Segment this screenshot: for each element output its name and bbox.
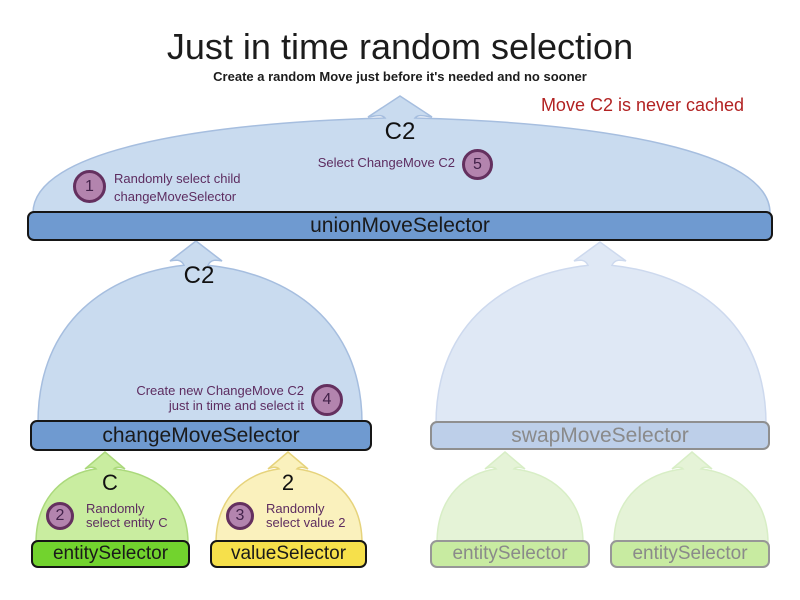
step-3-annotation: Randomly select value 2 [266,502,346,530]
page-title: Just in time random selection [166,26,634,67]
change-move-selector-bar: changeMoveSelector [30,420,372,451]
page-subtitle: Create a random Move just before it's ne… [213,69,587,84]
swap-move-selector-bar: swapMoveSelector [430,421,770,450]
step-4-badge: 4 [311,384,343,416]
step-1-line-1: Randomly select child [114,171,241,186]
flow-label-change-c2: C2 [183,262,215,289]
step-5-annotation: Select ChangeMove C2 [275,155,455,171]
step-1-badge: 1 [73,170,106,203]
union-move-selector-bar: unionMoveSelector [27,211,773,241]
entity-selector-bar: entitySelector [31,540,190,568]
step-4-line-2: just in time and select it [168,398,304,413]
step-4-line-1: Create new ChangeMove C2 [136,383,304,398]
step-2-line-1: Randomly [86,501,145,516]
flow-label-value-2: 2 [281,470,295,495]
union-output-funnel [32,95,771,214]
step-2-annotation: Randomly select entity C [86,502,168,530]
step-2-badge: 2 [46,502,74,530]
value-selector-bar: valueSelector [210,540,367,568]
step-1-line-2: changeMoveSelector [114,189,237,204]
flow-label-entity-c: C [102,470,118,495]
step-1-annotation: Randomly select child changeMoveSelector [114,170,240,206]
entity-selector-faded-bar-2: entitySelector [610,540,770,568]
step-3-line-1: Randomly [266,501,325,516]
entity-faded-funnel-2 [613,451,769,544]
step-3-badge: 3 [226,502,254,530]
step-2-line-2: select entity C [86,515,168,530]
flow-label-union-c2: C2 [384,118,416,145]
entity-output-funnel [35,451,189,544]
step-3-line-2: select value 2 [266,515,346,530]
step-5-badge: 5 [462,149,493,180]
step-4-annotation: Create new ChangeMove C2 just in time an… [104,383,304,413]
entity-selector-faded-bar-1: entitySelector [430,540,590,568]
entity-faded-funnel-1 [436,451,584,544]
swap-output-funnel [435,241,767,425]
note-move-never-cached: Move C2 is never cached [540,95,745,115]
change-output-funnel [37,240,363,424]
step-5-line-1: Select ChangeMove C2 [317,155,455,170]
